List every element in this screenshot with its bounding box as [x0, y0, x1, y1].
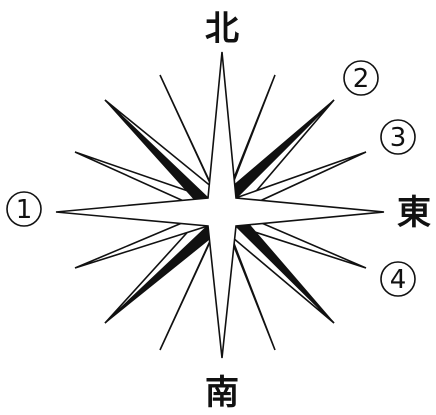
marker-2-number: 2: [353, 64, 370, 94]
cardinal-star-shape: [56, 52, 384, 358]
ray-nw-black: [105, 100, 212, 210]
marker-1: 1: [7, 192, 41, 226]
ray-se-black: [232, 214, 334, 323]
east-label: 東: [397, 193, 431, 233]
marker-4-number: 4: [390, 265, 407, 295]
marker-3-number: 3: [390, 123, 407, 153]
south-label: 南: [205, 373, 239, 413]
cardinal-star: [56, 52, 384, 358]
marker-3: 3: [381, 120, 415, 154]
north-label: 北: [205, 9, 239, 49]
marker-2: 2: [344, 61, 378, 95]
marker-1-number: 1: [16, 195, 33, 225]
marker-4: 4: [381, 262, 415, 296]
